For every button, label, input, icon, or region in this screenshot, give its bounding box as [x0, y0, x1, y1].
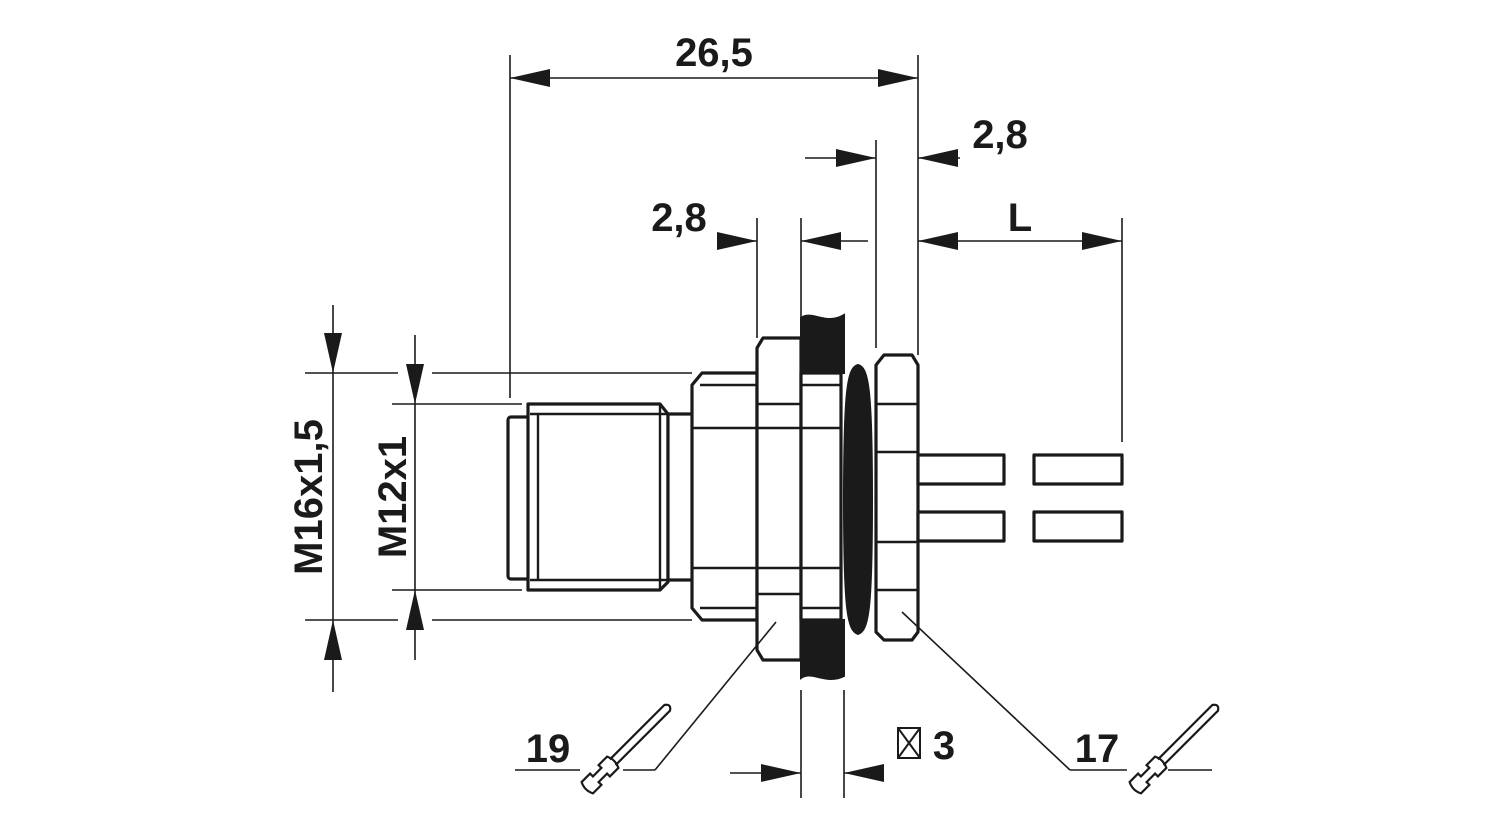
panel-section [800, 313, 845, 680]
dim-label-panel-3: 3 [933, 724, 955, 768]
m12-thread-section [506, 402, 670, 592]
dim-label-m16: M16x1,5 [287, 419, 331, 575]
dimension-overall-length: 26,5 [510, 31, 918, 87]
o-ring [842, 363, 874, 636]
dim-label-L: L [1008, 196, 1032, 240]
wrench-size-19: 19 [526, 727, 571, 771]
front-nut [755, 336, 803, 662]
wrench-callout-left: 19 [515, 621, 777, 795]
dim-label-2-8-right: 2,8 [972, 113, 1028, 157]
dim-label-2-8-left: 2,8 [651, 196, 707, 240]
dim-label-m12: M12x1 [371, 436, 415, 558]
rear-nut [874, 353, 920, 642]
wrench-size-17: 17 [1075, 727, 1120, 771]
body-hex [690, 371, 759, 622]
open-end-wrench-icon [1128, 703, 1220, 795]
dimension-inner-thread: M12x1 [371, 335, 424, 660]
extension-lines [305, 55, 1123, 798]
wrench-callout-right: 17 [901, 611, 1220, 795]
dimension-cable-length: L [918, 196, 1122, 250]
body-continuation [799, 371, 843, 622]
neck [666, 412, 696, 582]
dimension-outer-thread: M16x1,5 [287, 305, 342, 692]
contact-leads [916, 453, 1124, 543]
connector-body [506, 313, 1124, 680]
dimension-nut-gap-left: 2,8 [651, 196, 868, 250]
dimension-nut-gap-right: 2,8 [805, 113, 1028, 167]
boxed-x-icon [897, 727, 921, 759]
open-end-wrench-icon [580, 703, 672, 795]
dim-label-26-5: 26,5 [675, 31, 753, 75]
dimension-panel-thickness: 3 [730, 724, 955, 782]
